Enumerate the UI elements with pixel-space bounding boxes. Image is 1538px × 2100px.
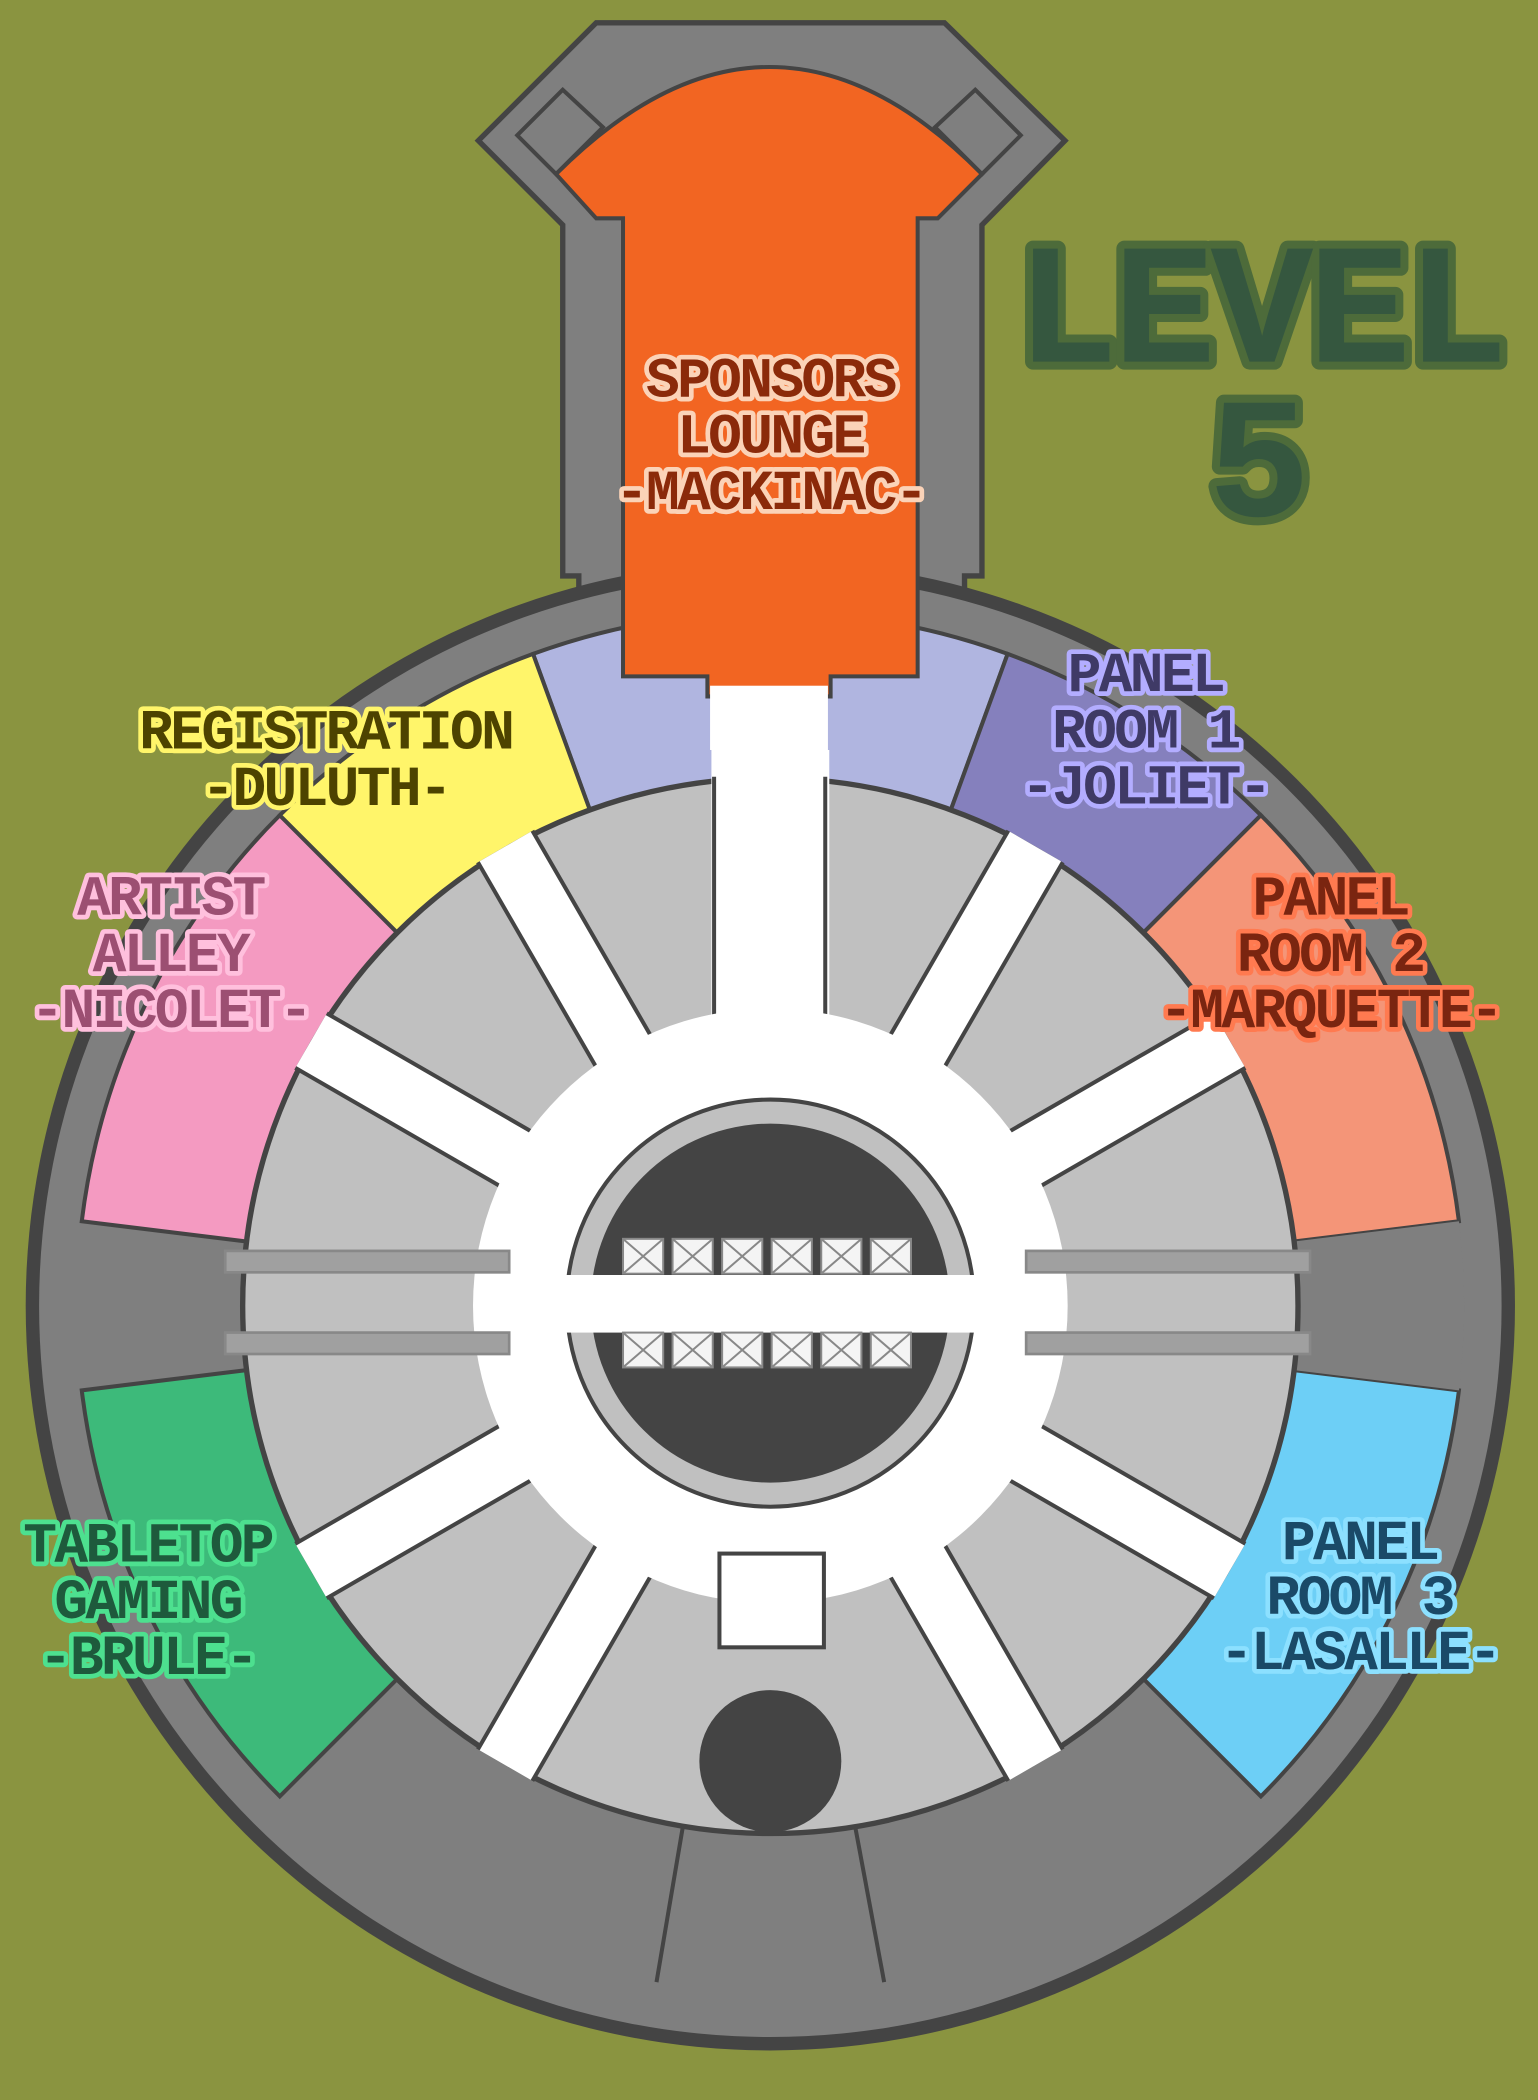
label-panel1: ROOM 1 — [1052, 700, 1239, 764]
label-panel1: -JOLIET- — [1021, 757, 1270, 821]
core-bridge[interactable] — [562, 1275, 978, 1333]
label-panel1: PANEL — [1068, 644, 1223, 708]
label-panel2: ROOM 2 — [1237, 924, 1423, 988]
north-corridor[interactable] — [711, 750, 830, 1018]
label-artist-alley: -NICOLET- — [30, 980, 310, 1044]
elevator[interactable] — [671, 1237, 714, 1275]
escalator-west-2[interactable] — [223, 1331, 511, 1356]
label-panel3: -LASALLE- — [1220, 1622, 1500, 1686]
east-corridor — [1294, 1221, 1465, 1391]
radial-corridor[interactable] — [296, 1015, 530, 1184]
label-artist-alley: ALLEY — [93, 924, 251, 988]
label-registration: REGISTRATION — [139, 702, 512, 766]
elevator[interactable] — [721, 1331, 764, 1369]
label-panel2: PANEL — [1252, 868, 1407, 932]
elevator[interactable] — [869, 1237, 912, 1275]
label-artist-alley: ARTIST — [77, 868, 265, 932]
divider-wall — [654, 1823, 686, 1983]
radial-corridor[interactable] — [1010, 1015, 1245, 1184]
label-sponsors: SPONSORS — [646, 349, 896, 413]
label-tabletop: -BRULE- — [39, 1627, 257, 1691]
label-panel3: PANEL — [1282, 1512, 1437, 1576]
radial-corridor[interactable] — [1010, 1427, 1245, 1597]
elevator[interactable] — [820, 1331, 863, 1369]
radial-corridor[interactable] — [479, 1546, 649, 1780]
escalators — [223, 1249, 1312, 1356]
elevator[interactable] — [770, 1237, 813, 1275]
elevator[interactable] — [770, 1331, 813, 1369]
label-tabletop: GAMING — [54, 1571, 240, 1635]
elevator[interactable] — [721, 1237, 764, 1275]
elevator[interactable] — [869, 1331, 912, 1369]
elevator[interactable] — [671, 1331, 714, 1369]
label-panel3: ROOM 3 — [1266, 1567, 1452, 1631]
label-panel2: -MARQUETTE- — [1159, 980, 1501, 1044]
label-registration: -DULUTH- — [201, 758, 450, 822]
escalator-east-2[interactable] — [1024, 1331, 1312, 1356]
room-sponsors-lounge[interactable] — [553, 64, 985, 699]
radial-corridor[interactable] — [892, 1546, 1062, 1780]
label-sponsors: LOUNGE — [677, 406, 864, 470]
radial-corridor[interactable] — [892, 831, 1062, 1066]
radial-corridor[interactable] — [479, 831, 649, 1066]
level-number: 5 — [1208, 374, 1306, 568]
elevator[interactable] — [622, 1237, 665, 1275]
elevator[interactable] — [820, 1237, 863, 1275]
level-word: LEVEL — [1015, 220, 1503, 414]
stairwell — [699, 1690, 842, 1833]
label-sponsors: -MACKINAC- — [615, 462, 926, 526]
escalator-west-1[interactable] — [223, 1249, 511, 1274]
radial-corridor[interactable] — [296, 1427, 530, 1597]
label-tabletop: TABLETOP — [23, 1515, 273, 1579]
divider-wall — [852, 1823, 887, 1983]
lounge-entrance[interactable] — [710, 685, 828, 750]
south-alcove — [717, 1551, 826, 1650]
elevator[interactable] — [622, 1331, 665, 1369]
escalator-east-1[interactable] — [1024, 1249, 1312, 1274]
